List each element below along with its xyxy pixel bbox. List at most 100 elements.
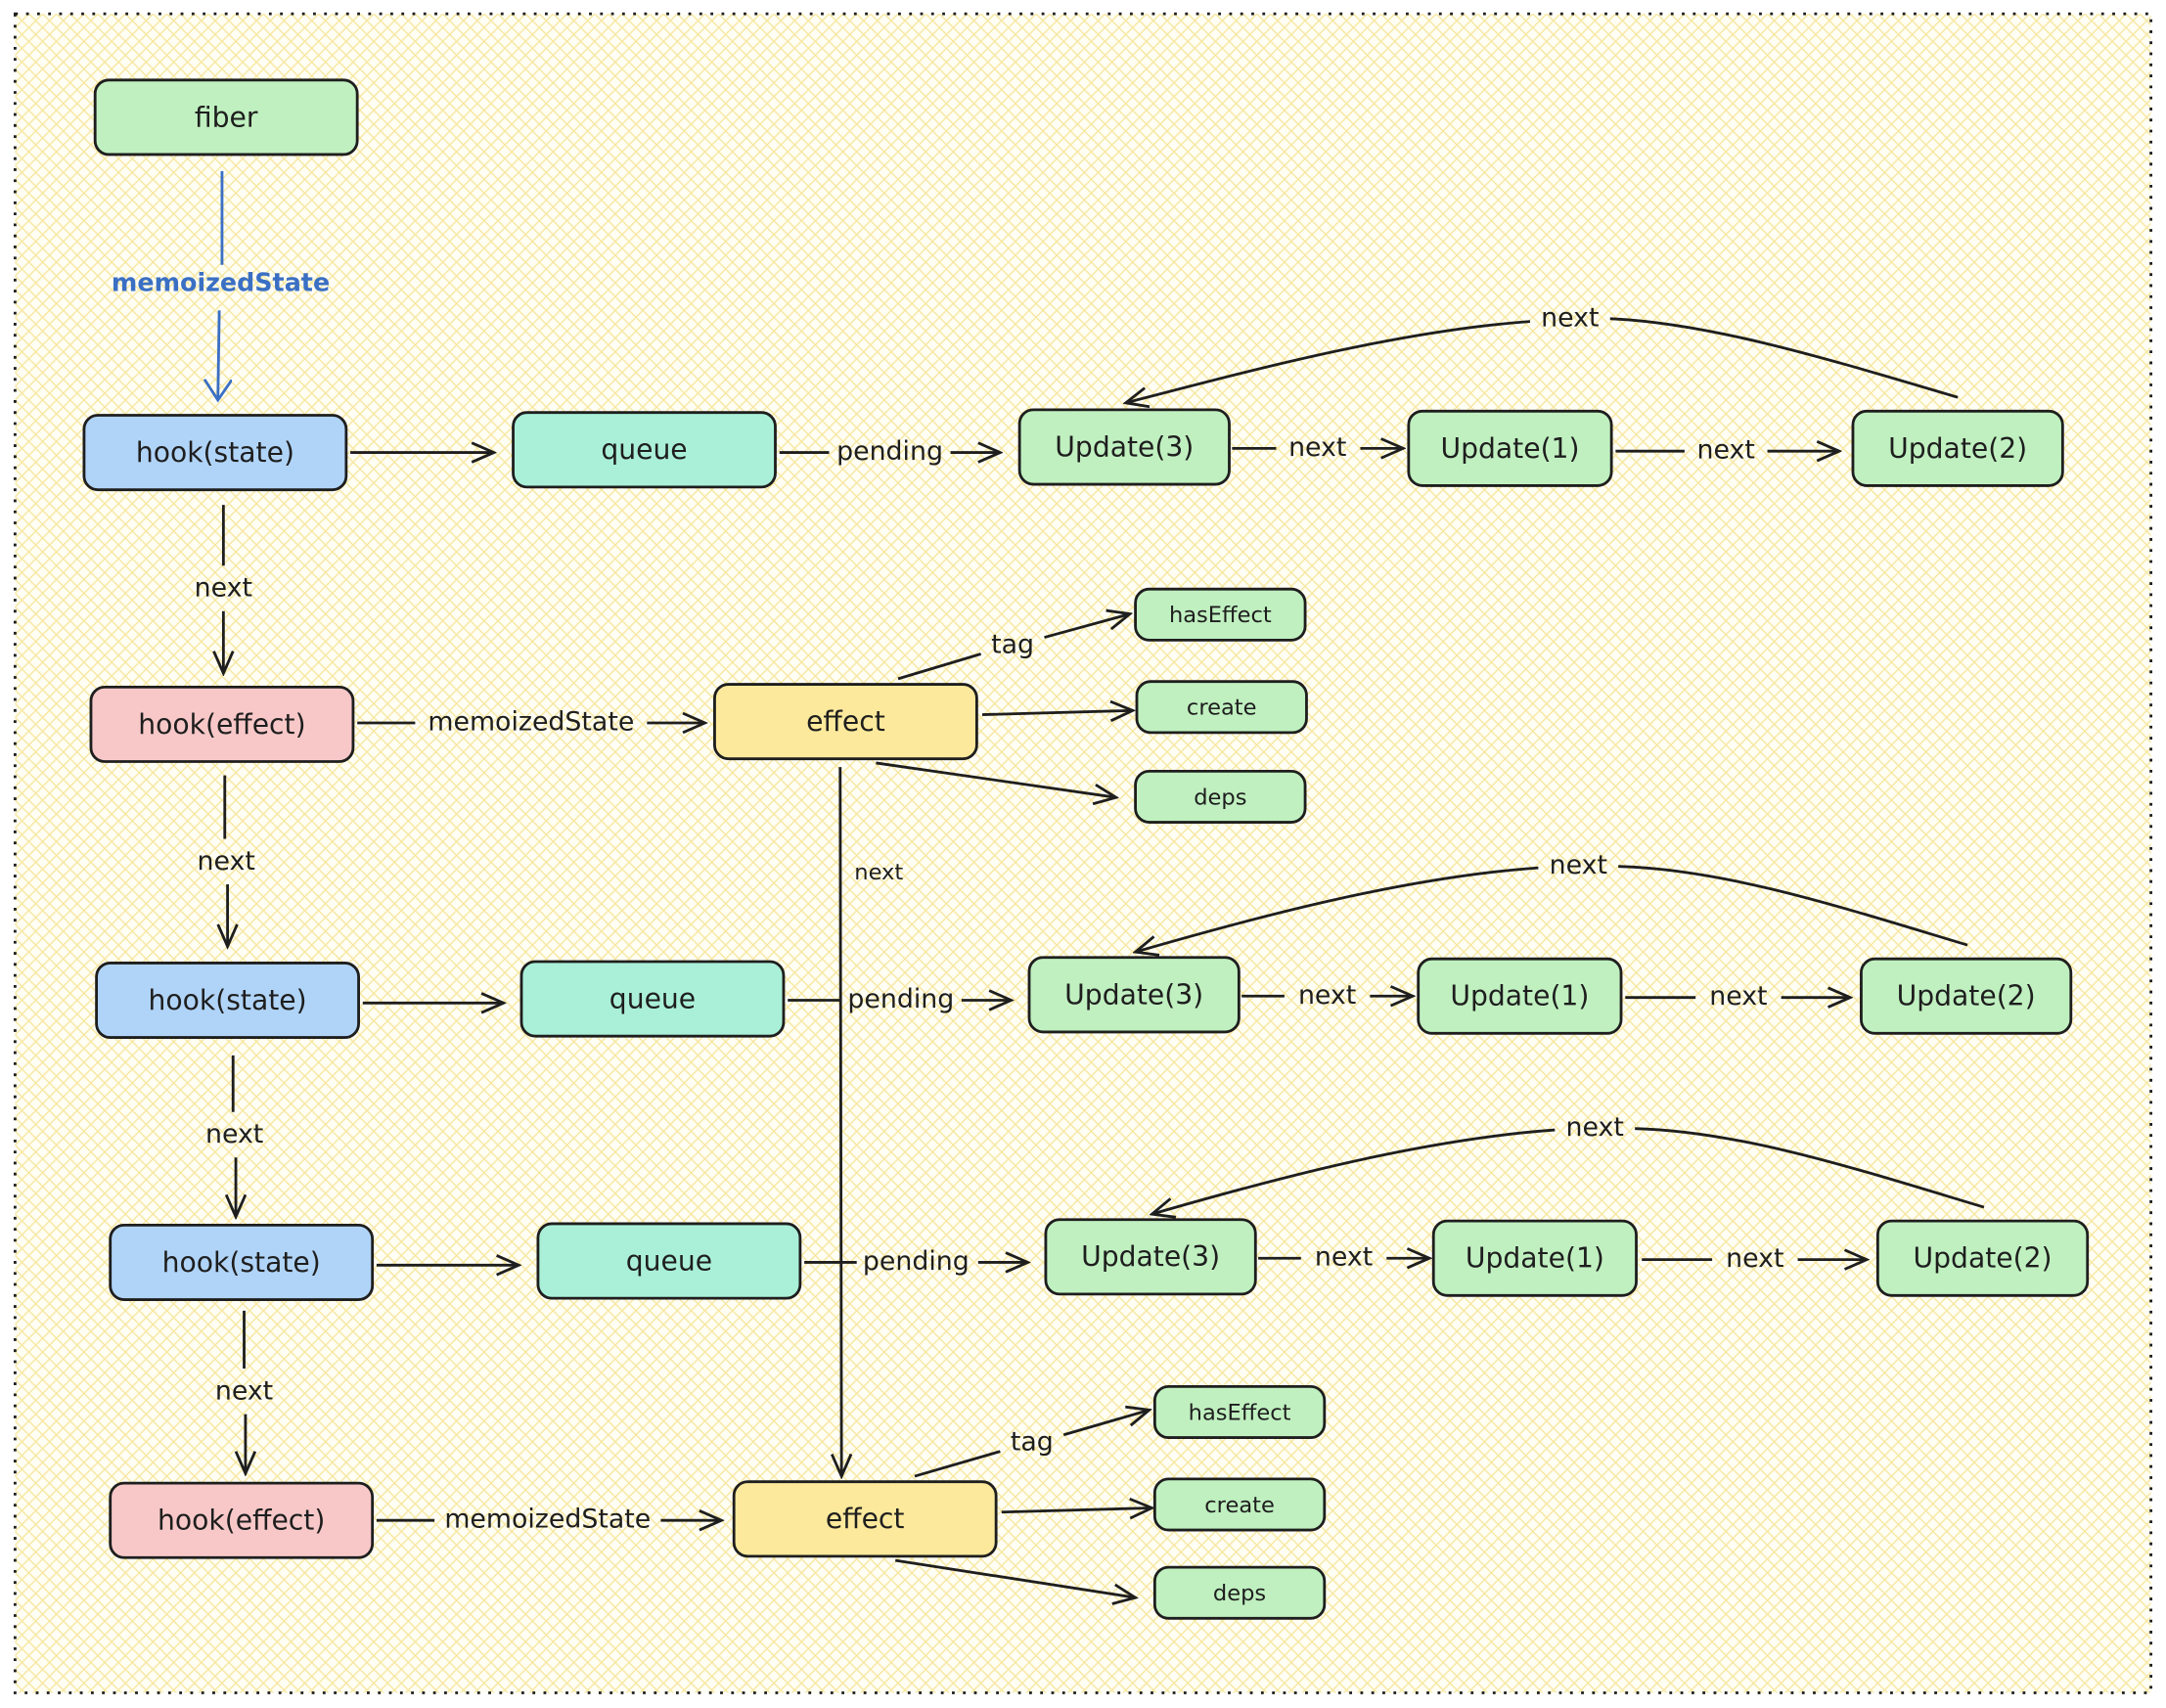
- edge-label-next: next: [195, 573, 252, 604]
- node-fiber[interactable]: fiber: [93, 78, 359, 157]
- node-box: [93, 78, 359, 157]
- node-box: [1875, 1219, 2090, 1297]
- edge-label-next: next: [1541, 302, 1599, 333]
- node-box: [1152, 1477, 1327, 1532]
- node-box: [519, 960, 786, 1038]
- node-create[interactable]: create: [1135, 680, 1308, 735]
- node-box: [1407, 409, 1613, 487]
- node-box: [1860, 957, 2073, 1035]
- node-label: Update(1): [1450, 980, 1589, 1012]
- frame: [13, 12, 2153, 1694]
- node-label: queue: [609, 982, 696, 1014]
- node-box: [1134, 769, 1307, 824]
- node-update[interactable]: Update(3): [1027, 956, 1241, 1034]
- node-box: [82, 414, 348, 492]
- node-label: hook(state): [149, 984, 307, 1016]
- node-box: [1152, 1384, 1327, 1439]
- node-box: [1417, 957, 1623, 1035]
- edge-label-next: next: [198, 846, 255, 876]
- edge-label-next: next: [1550, 850, 1607, 880]
- node-label: Update(3): [1055, 430, 1194, 463]
- edge-label-memoizedstate: memoizedState: [428, 707, 634, 738]
- node-box: [1135, 680, 1308, 735]
- edge-label-next: next: [1709, 981, 1767, 1011]
- node-update[interactable]: Update(1): [1431, 1219, 1638, 1297]
- node-queue[interactable]: queue: [512, 411, 777, 489]
- edge-label-tag: tag: [991, 630, 1034, 660]
- node-update[interactable]: Update(1): [1417, 957, 1623, 1035]
- node-label: deps: [1194, 785, 1246, 810]
- node-label: hook(effect): [158, 1505, 325, 1537]
- node-label: hasEffect: [1189, 1400, 1291, 1425]
- node-label: Update(2): [1914, 1242, 2053, 1275]
- node-box: [109, 1481, 375, 1559]
- node-box: [1851, 409, 2064, 487]
- node-label: create: [1204, 1493, 1275, 1518]
- node-box: [89, 685, 355, 763]
- node-hook-effect[interactable]: hook(effect): [109, 1481, 375, 1559]
- edge-label-pending: pending: [863, 1246, 970, 1277]
- node-label: effect: [826, 1503, 905, 1535]
- node-box: [536, 1222, 802, 1300]
- edge-label-pending: pending: [847, 984, 954, 1014]
- node-update[interactable]: Update(3): [1044, 1218, 1257, 1296]
- edge-label-memoizedstate-blue: memoizedState: [112, 268, 330, 297]
- node-label: hook(state): [136, 436, 294, 469]
- node-label: hasEffect: [1169, 603, 1272, 628]
- node-box: [512, 411, 777, 489]
- node-hook-state[interactable]: hook(state): [95, 962, 360, 1039]
- edges: memoizedState pending next next next nex…: [112, 170, 1985, 1597]
- node-label: hook(state): [162, 1246, 321, 1279]
- edge-label-pending: pending: [836, 436, 943, 467]
- edge-label-memoizedstate: memoizedState: [444, 1505, 651, 1535]
- node-effect[interactable]: effect: [713, 683, 978, 761]
- node-box: [1044, 1218, 1257, 1296]
- node-update[interactable]: Update(2): [1860, 957, 2073, 1035]
- node-label: effect: [806, 705, 885, 738]
- edge-label-next: next: [1298, 980, 1356, 1011]
- edge-label-tag: tag: [1011, 1427, 1054, 1458]
- node-box: [1431, 1219, 1638, 1297]
- node-update[interactable]: Update(2): [1851, 409, 2064, 487]
- node-label: queue: [601, 433, 687, 466]
- edge-label-next: next: [205, 1119, 263, 1149]
- node-label: deps: [1213, 1581, 1266, 1606]
- node-box: [732, 1480, 998, 1558]
- node-box: [109, 1223, 375, 1301]
- edge-label-next: next: [1697, 435, 1755, 466]
- edge-label-next: next: [1288, 432, 1346, 463]
- node-label: Update(2): [1897, 980, 2036, 1012]
- node-box: [1134, 587, 1307, 642]
- node-effect[interactable]: effect: [732, 1480, 998, 1558]
- node-queue[interactable]: queue: [536, 1222, 802, 1300]
- node-label: Update(3): [1064, 978, 1203, 1011]
- node-create[interactable]: create: [1152, 1477, 1327, 1532]
- node-has-effect[interactable]: hasEffect: [1152, 1384, 1327, 1439]
- node-hook-effect[interactable]: hook(effect): [89, 685, 355, 763]
- node-box: [95, 962, 360, 1039]
- node-box: [1017, 408, 1231, 486]
- node-label: fiber: [195, 101, 258, 133]
- node-label: Update(1): [1466, 1242, 1604, 1275]
- node-update[interactable]: Update(1): [1407, 409, 1613, 487]
- edge-label-next: next: [1315, 1242, 1373, 1273]
- node-queue[interactable]: queue: [519, 960, 786, 1038]
- node-update[interactable]: Update(3): [1017, 408, 1231, 486]
- node-deps[interactable]: deps: [1152, 1565, 1327, 1620]
- node-has-effect[interactable]: hasEffect: [1134, 587, 1307, 642]
- node-label: Update(3): [1081, 1240, 1220, 1273]
- edge-label-next: next: [215, 1376, 273, 1407]
- node-deps[interactable]: deps: [1134, 769, 1307, 824]
- edge-label-next: next: [1566, 1112, 1624, 1143]
- node-hook-state[interactable]: hook(state): [82, 414, 348, 492]
- node-box: [1027, 956, 1241, 1034]
- node-label: queue: [626, 1244, 712, 1277]
- edge-label-next: next: [1726, 1243, 1783, 1274]
- node-label: hook(effect): [138, 708, 305, 741]
- node-hook-state[interactable]: hook(state): [109, 1223, 375, 1301]
- node-box: [1152, 1565, 1327, 1620]
- node-update[interactable]: Update(2): [1875, 1219, 2090, 1297]
- node-box: [713, 683, 978, 761]
